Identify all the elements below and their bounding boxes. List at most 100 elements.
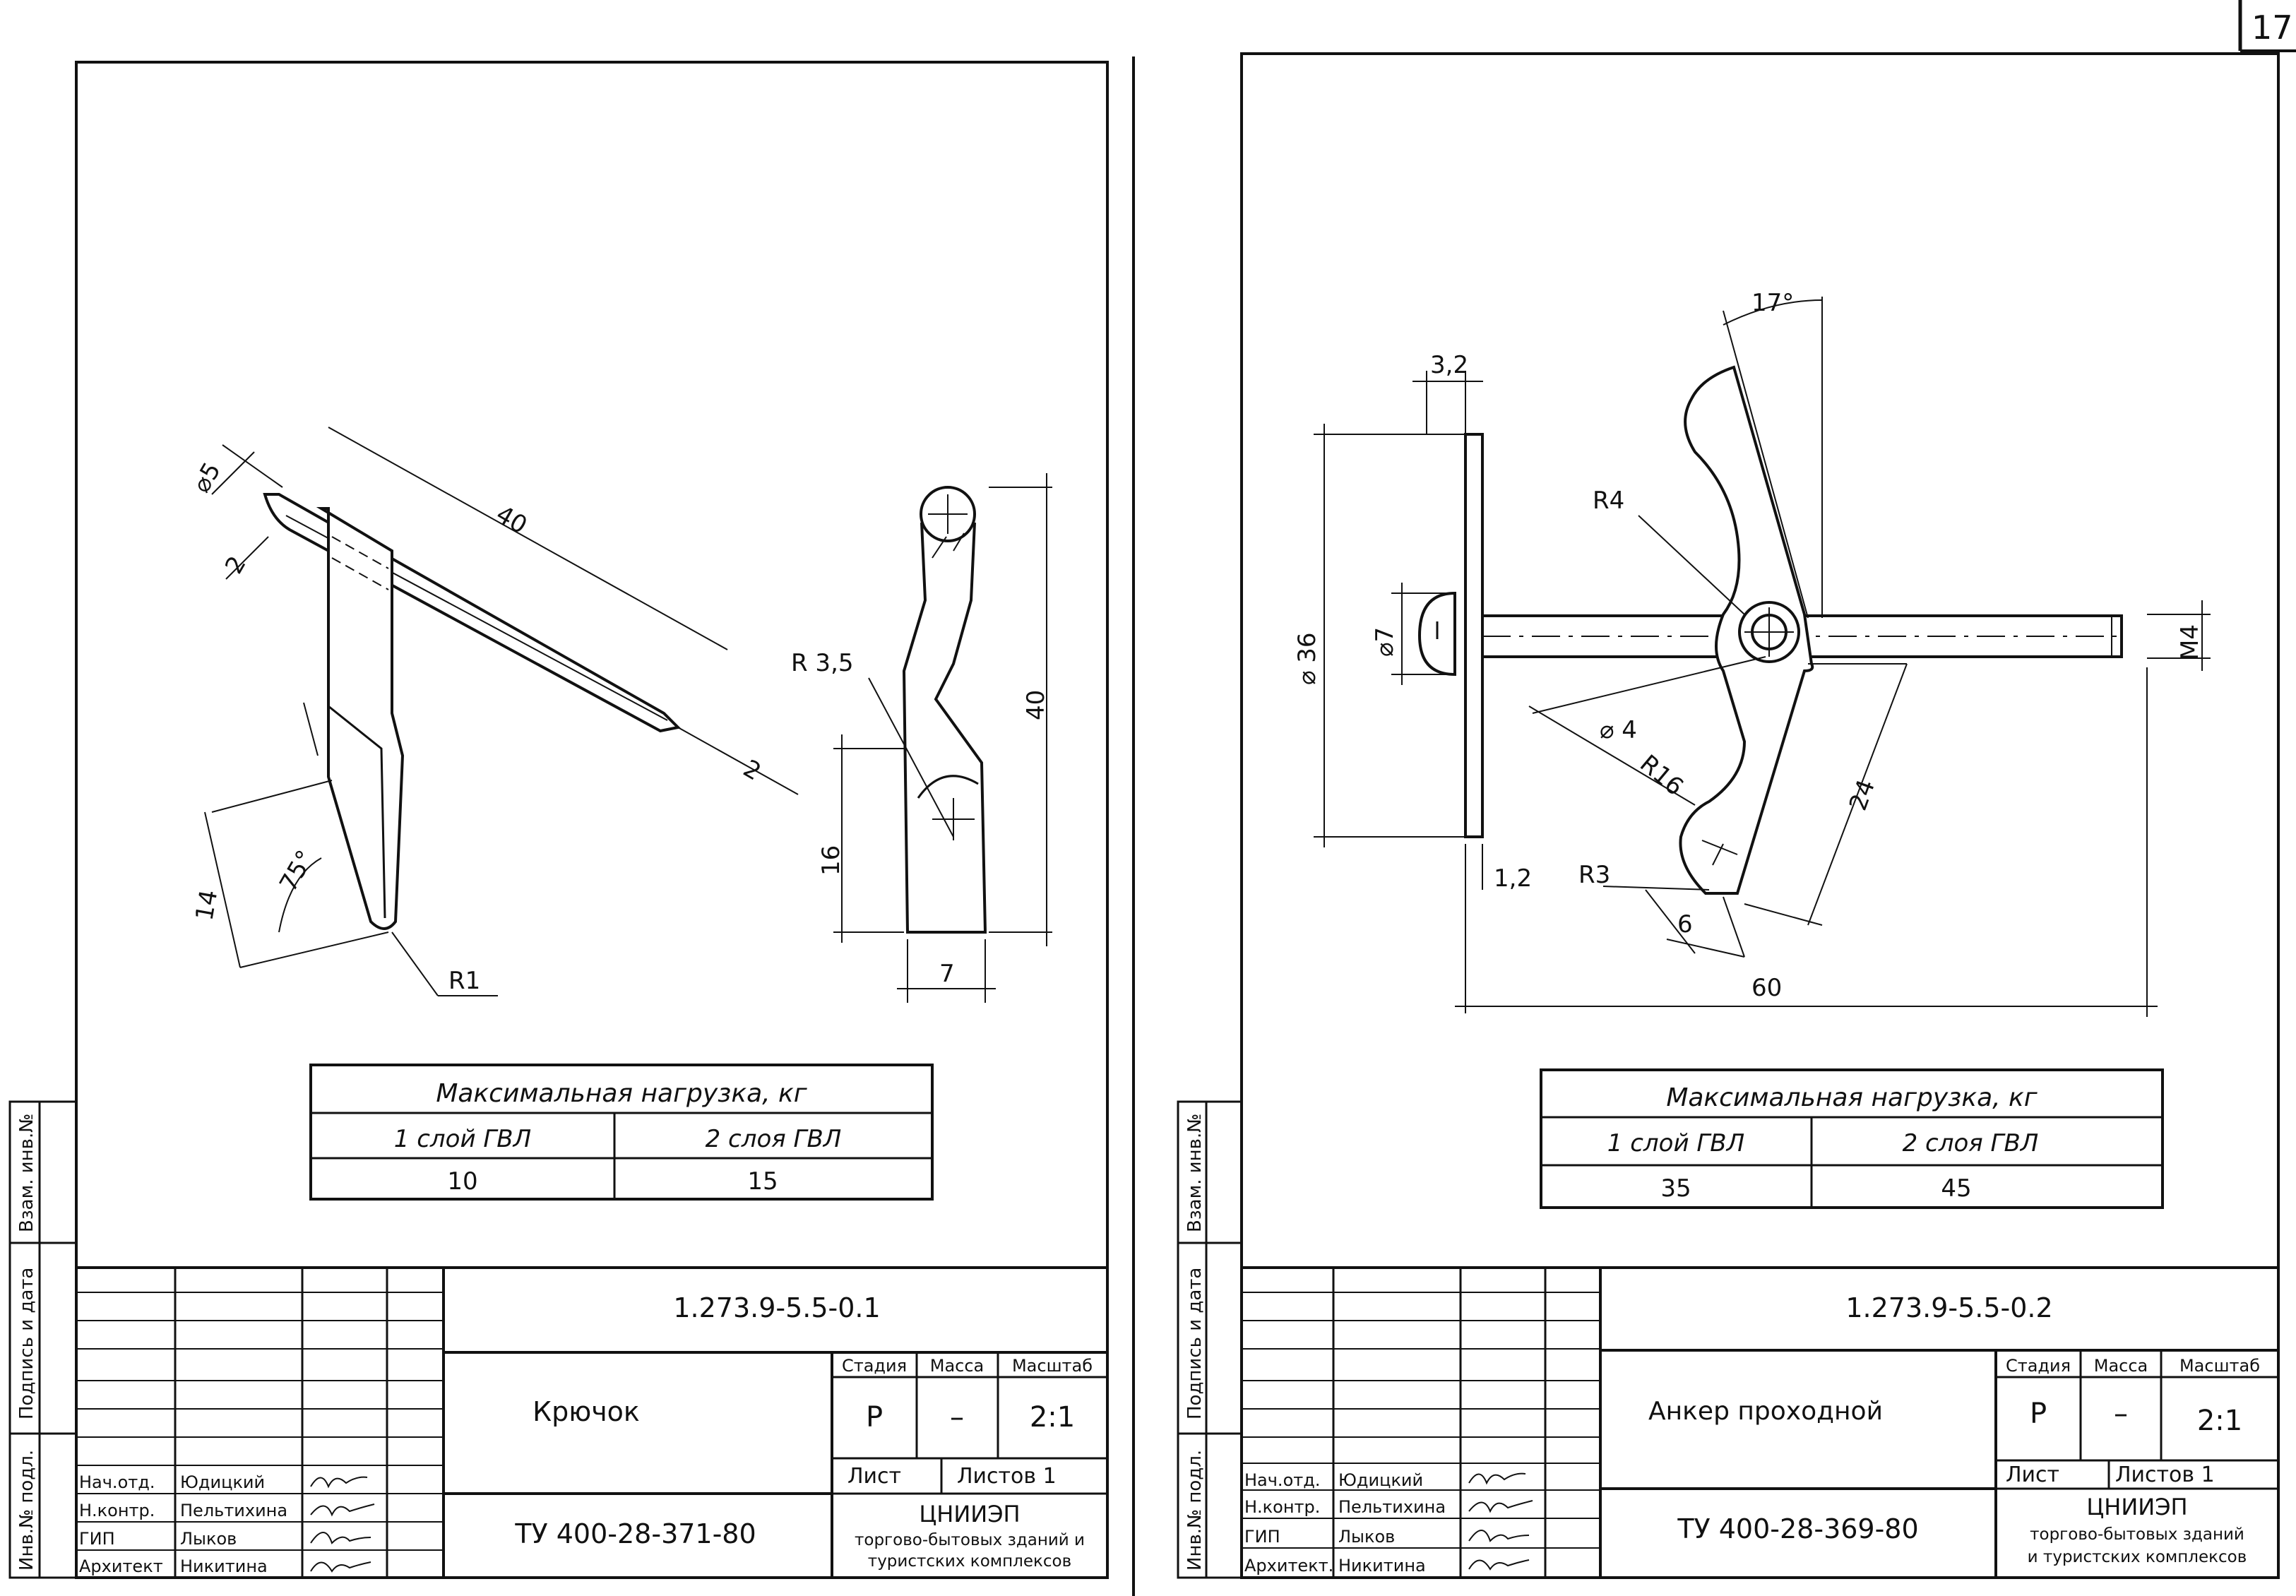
hook-side-view xyxy=(833,473,1052,1003)
tu-code: ТУ 400-28-369-80 xyxy=(1677,1513,1918,1544)
margin-sign-date: Подпись и дата xyxy=(1184,1268,1206,1419)
dim-7: 7 xyxy=(939,960,955,988)
dim-12: 1,2 xyxy=(1494,864,1532,893)
sheet-frame xyxy=(75,61,1109,1579)
dim-32: 3,2 xyxy=(1430,351,1468,379)
sheet-label: Лист xyxy=(2006,1463,2059,1487)
role-2: Н.контр. xyxy=(79,1501,155,1520)
hook-dimensions: ⌀5 2 40 2 14 75° R1 xyxy=(187,458,766,995)
stage-label: Стадия xyxy=(2006,1356,2071,1376)
sheet-right: Инв.№ подл. Подпись и дата Взам. инв.№ xyxy=(1177,52,2280,1579)
load-table-title: Максимальная нагрузка, кг xyxy=(1666,1083,2038,1112)
mass-label: Масса xyxy=(930,1356,985,1376)
person-2: Пельтихина xyxy=(1338,1497,1446,1517)
person-3: Лыков xyxy=(1338,1527,1395,1547)
load-value-1: 35 xyxy=(1660,1174,1691,1203)
margin-inv-podl: Инв.№ подл. xyxy=(1184,1450,1206,1571)
margin-vzam: Взам. инв.№ xyxy=(16,1114,37,1232)
dim-24: 24 xyxy=(1844,776,1881,814)
tu-code: ТУ 400-28-371-80 xyxy=(514,1518,756,1549)
org-name-2: торгово-бытовых зданий xyxy=(2030,1525,2244,1544)
person-4: Никитина xyxy=(180,1556,268,1576)
dim-6: 6 xyxy=(1677,910,1693,939)
dim-16: 16 xyxy=(817,845,845,876)
stage-value: Р xyxy=(866,1401,883,1434)
dim-r1: R1 xyxy=(448,967,480,995)
role-2: Н.контр. xyxy=(1244,1497,1320,1517)
dim-2a: 2 xyxy=(220,552,251,579)
dim-d4: ⌀ 4 xyxy=(1600,716,1637,744)
load-value-2: 15 xyxy=(747,1167,778,1196)
scale-label: Масштаб xyxy=(1012,1356,1093,1376)
margin-sign-date: Подпись и дата xyxy=(16,1268,37,1419)
role-3: ГИП xyxy=(1244,1527,1280,1547)
load-value-2: 45 xyxy=(1941,1174,1971,1203)
mass-value: – xyxy=(2114,1398,2128,1430)
person-1: Юдицкий xyxy=(1338,1470,1423,1490)
dim-2b: 2 xyxy=(739,754,766,786)
role-1: Нач.отд. xyxy=(1244,1470,1320,1490)
margin-strip: Инв.№ подл. Подпись и дата Взам. инв.№ xyxy=(8,1100,78,1579)
dim-r3: R3 xyxy=(1578,861,1610,889)
dim-r35: R 3,5 xyxy=(791,649,854,677)
mass-label: Масса xyxy=(2094,1356,2148,1376)
role-4: Архитект. xyxy=(1244,1556,1333,1576)
load-header-1: 1 слой ГВЛ xyxy=(394,1125,531,1153)
org-name-3: туристских комплексов xyxy=(868,1552,1071,1571)
person-3: Лыков xyxy=(180,1529,237,1549)
dim-14: 14 xyxy=(190,888,223,923)
title-block xyxy=(1242,1266,2278,1578)
dim-75: 75° xyxy=(274,845,320,896)
dim-r16: R16 xyxy=(1634,749,1689,802)
dim-40: 40 xyxy=(492,500,532,540)
org-name-3: и туристских комплексов xyxy=(2028,1548,2247,1566)
dim-m4: M4 xyxy=(2176,624,2204,660)
sheet-frame xyxy=(1240,52,2280,1579)
dim-17: 17° xyxy=(1751,289,1794,317)
org-name-1: ЦНИИЭП xyxy=(2086,1494,2187,1520)
dim-60: 60 xyxy=(1751,974,1782,1002)
sheet-left: Инв.№ подл. Подпись и дата Взам. инв.№ xyxy=(8,61,1109,1579)
title-block-text: 1.273.9-5.5-0.1 Крючок Стадия Масса Масш… xyxy=(79,1292,1093,1576)
title-block xyxy=(76,1266,1107,1578)
sheet-label: Лист xyxy=(847,1464,901,1489)
role-1: Нач.отд. xyxy=(79,1472,155,1492)
person-4: Никитина xyxy=(1338,1556,1426,1576)
scale-value: 2:1 xyxy=(1030,1401,1075,1434)
page-number: 17 xyxy=(2252,8,2293,47)
signatures xyxy=(1468,1472,1533,1571)
person-1: Юдицкий xyxy=(180,1472,265,1492)
side-dimensions: R 3,5 40 16 7 xyxy=(791,649,1050,988)
scale-value: 2:1 xyxy=(2197,1405,2242,1437)
margin-vzam: Взам. инв.№ xyxy=(1184,1114,1206,1232)
dim-r4: R4 xyxy=(1593,487,1624,515)
sheets-label: Листов 1 xyxy=(957,1464,1057,1489)
load-header-2: 2 слоя ГВЛ xyxy=(706,1125,842,1153)
role-3: ГИП xyxy=(79,1529,115,1549)
stage-value: Р xyxy=(2030,1398,2047,1430)
scale-label: Масштаб xyxy=(2179,1356,2260,1376)
hook-part-view xyxy=(204,427,799,996)
part-name: Анкер проходной xyxy=(1648,1397,1883,1426)
anchor-part-view xyxy=(1314,297,2211,1017)
doc-code: 1.273.9-5.5-0.2 xyxy=(1845,1292,2052,1323)
dim-d5: ⌀5 xyxy=(187,458,227,497)
mass-value: – xyxy=(950,1401,964,1434)
dim-d36: ⌀ 36 xyxy=(1293,632,1321,685)
dim-40-side: 40 xyxy=(1022,690,1050,720)
part-name: Крючок xyxy=(533,1396,640,1427)
load-value-1: 10 xyxy=(447,1167,477,1196)
org-name-1: ЦНИИЭП xyxy=(919,1501,1020,1527)
page-number-box: 17 xyxy=(2238,0,2296,52)
margin-strip: Инв.№ подл. Подпись и дата Взам. инв.№ xyxy=(1177,1100,1243,1579)
dim-d7: ⌀7 xyxy=(1371,627,1399,657)
load-table: Максимальная нагрузка, кг 1 слой ГВЛ 2 с… xyxy=(309,1064,934,1201)
title-block-text: 1.273.9-5.5-0.2 Анкер проходной Стадия М… xyxy=(1244,1292,2260,1576)
sheets-label: Листов 1 xyxy=(2115,1463,2215,1487)
org-name-2: торгово-бытовых зданий и xyxy=(855,1531,1085,1549)
margin-inv-podl: Инв.№ подл. xyxy=(16,1450,37,1571)
load-header-2: 2 слоя ГВЛ xyxy=(1903,1129,2039,1157)
signatures xyxy=(310,1476,375,1573)
person-2: Пельтихина xyxy=(180,1501,287,1520)
